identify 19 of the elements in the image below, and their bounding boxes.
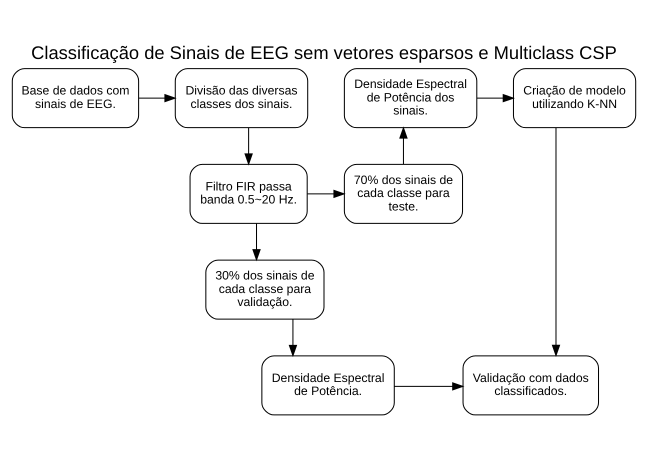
- arrow: [308, 190, 346, 198]
- node-box: 30% dos sinais de cada classe para validação.: [205, 260, 324, 320]
- node-box: Filtro FIR passa banda 0.5~20 Hz.: [190, 164, 308, 224]
- arrow: [399, 126, 408, 164]
- arrow: [138, 94, 177, 102]
- node-box: Validação com dados classificados.: [462, 355, 600, 416]
- diagram-title: Classificação de Sinais de EEG sem vetores esparsos e Multiclass CSP: [31, 42, 617, 63]
- arrow: [552, 128, 560, 357]
- node-box: Criação de modelo utilizando K-NN: [512, 68, 636, 128]
- arrow: [244, 128, 253, 166]
- node-box: Densidade Espectral de Potência.: [261, 355, 395, 416]
- arrow: [476, 94, 515, 102]
- node-box: Base de dados com sinais de EEG.: [12, 68, 140, 128]
- node-box: 70% dos sinais de cada classe para teste.: [344, 164, 464, 224]
- node-box: Divisão das diversas classes dos sinais.: [174, 68, 308, 128]
- node-box: Densidade Espectral de Potência dos sinais.: [344, 68, 478, 128]
- arrow: [252, 224, 261, 262]
- arrow: [394, 382, 464, 391]
- arrow: [288, 319, 298, 358]
